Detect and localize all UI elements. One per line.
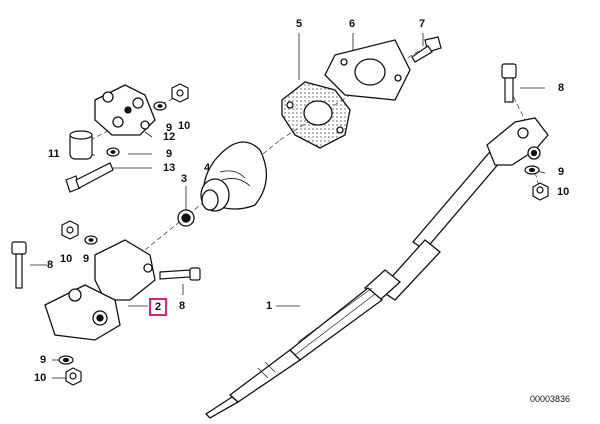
callout-7: 7 — [419, 18, 426, 30]
nut-10-upper-left — [171, 83, 189, 103]
washer-9-right — [524, 165, 540, 175]
callout-5: 5 — [296, 18, 303, 30]
callout-9-left-top: 9 — [83, 253, 90, 265]
callout-10-left-bottom: 10 — [34, 372, 47, 384]
nut-10-left-bottom — [65, 367, 82, 386]
upper-universal-joint — [486, 117, 549, 166]
callout-9-upper-left-a: 9 — [166, 122, 173, 134]
callout-9-upper-left-b: 9 — [166, 148, 173, 160]
bolt-8-upper — [501, 63, 517, 103]
gasket-5 — [281, 81, 351, 149]
callout-8-center: 8 — [179, 300, 186, 312]
callout-8-left: 8 — [47, 259, 54, 271]
callout-12: 12 — [163, 131, 176, 143]
rubber-boot-4 — [200, 141, 267, 212]
washer-9-upper-left — [106, 101, 167, 157]
callout-8-upper-right: 8 — [558, 82, 565, 94]
assembly-axis-lines — [89, 49, 541, 251]
washer-9-left-bottom — [58, 355, 74, 365]
callout-9-right: 9 — [558, 166, 565, 178]
callout-2-highlighted: 2 — [149, 298, 168, 316]
callout-10-left-top: 10 — [60, 253, 73, 265]
bolt-13 — [65, 162, 114, 193]
nut-10-right — [532, 182, 549, 201]
callout-6: 6 — [349, 18, 356, 30]
callout-10-right: 10 — [557, 186, 570, 198]
callout-11: 11 — [48, 148, 60, 160]
flex-coupling-upper-left — [94, 84, 156, 136]
callout-4: 4 — [204, 162, 211, 174]
nut-10-left-top — [61, 220, 79, 240]
flange-plate-6 — [324, 39, 411, 101]
bolt-7 — [411, 36, 442, 63]
bushing-3 — [177, 209, 195, 227]
callout-3: 3 — [181, 173, 188, 185]
lower-universal-joint — [44, 239, 156, 341]
bolt-8-left — [11, 241, 27, 289]
callout-1: 1 — [266, 300, 273, 312]
washer-9-left-top — [84, 235, 98, 245]
callout-13: 13 — [163, 162, 176, 174]
spacer-11 — [69, 130, 93, 160]
bolt-8-right-of-joint — [159, 267, 201, 281]
callout-9-left-bottom: 9 — [40, 354, 47, 366]
diagram-part-number: 00003836 — [529, 394, 570, 404]
callout-10-upper-left: 10 — [178, 120, 191, 132]
